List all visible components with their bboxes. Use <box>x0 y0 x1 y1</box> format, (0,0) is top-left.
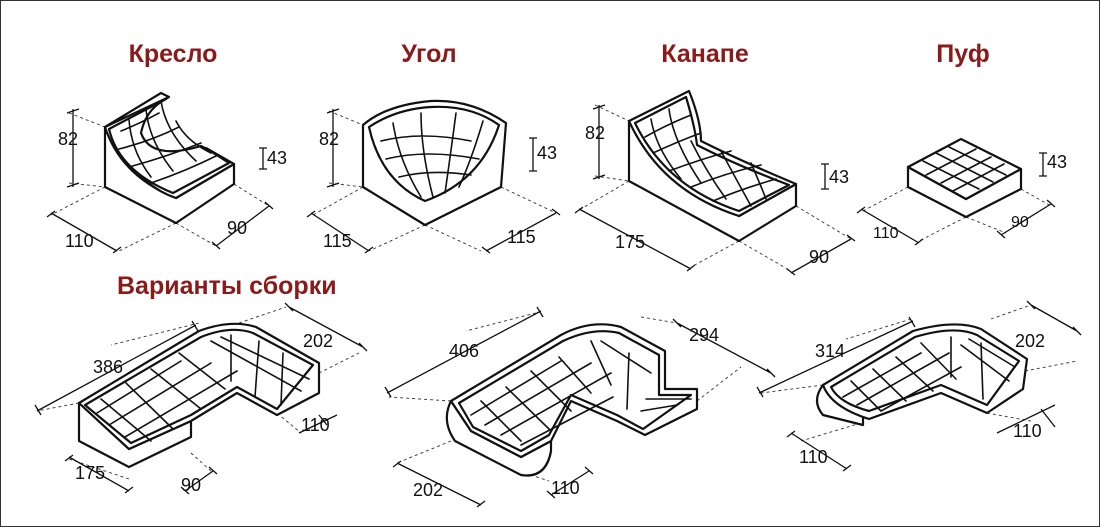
armchair-height-label: 82 <box>58 129 78 149</box>
chaise-depth-label: 90 <box>809 247 829 267</box>
assembly-b-side-label: 294 <box>689 325 719 345</box>
corner-height-label: 82 <box>319 129 339 149</box>
armchair-drawing <box>46 91 274 254</box>
assembly-c-side-depth-label: 110 <box>1013 421 1042 441</box>
assembly-a-end-length-label: 175 <box>75 463 105 483</box>
chaise-height-label: 82 <box>585 123 605 143</box>
heading-assembly: Варианты сборки <box>117 272 337 300</box>
armchair-depth-label: 90 <box>227 218 247 238</box>
armchair-width-label: 110 <box>65 231 94 251</box>
chaise-drawing <box>574 89 856 276</box>
corner-width-label: 115 <box>323 231 352 251</box>
pouf-seat-height-label: 43 <box>1047 152 1067 172</box>
pouf-width-label: 110 <box>873 225 899 242</box>
heading-chaise: Канапе <box>661 40 749 68</box>
pouf-drawing <box>856 137 1056 246</box>
corner-seat-height-label: 43 <box>537 143 557 163</box>
chaise-length-label: 175 <box>615 232 645 252</box>
assembly-b-drawing <box>384 306 776 508</box>
assembly-a-side-depth-label: 110 <box>301 415 330 435</box>
corner-drawing <box>306 99 561 254</box>
pouf-depth-label: 90 <box>1011 214 1029 231</box>
assembly-b-length-label: 406 <box>449 341 479 361</box>
assembly-a-side-label: 202 <box>303 331 333 351</box>
heading-pouf: Пуф <box>936 40 990 68</box>
corner-depth-label: 115 <box>507 227 536 247</box>
assembly-b-end-length-label: 202 <box>413 480 443 500</box>
assembly-a-length-label: 386 <box>93 357 123 377</box>
assembly-c-end-depth-label: 110 <box>799 447 828 467</box>
assembly-b-end-depth-label: 110 <box>551 478 580 498</box>
assembly-a-end-depth-label: 90 <box>181 475 201 495</box>
assembly-a-drawing <box>34 302 368 495</box>
assembly-c-length-label: 314 <box>815 341 845 361</box>
assembly-c-drawing <box>756 300 1082 472</box>
heading-armchair: Кресло <box>128 40 218 68</box>
assembly-c-side-label: 202 <box>1015 331 1045 351</box>
chaise-seat-height-label: 43 <box>829 167 849 187</box>
armchair-seat-height-label: 43 <box>267 148 287 168</box>
heading-corner: Угол <box>401 40 457 68</box>
